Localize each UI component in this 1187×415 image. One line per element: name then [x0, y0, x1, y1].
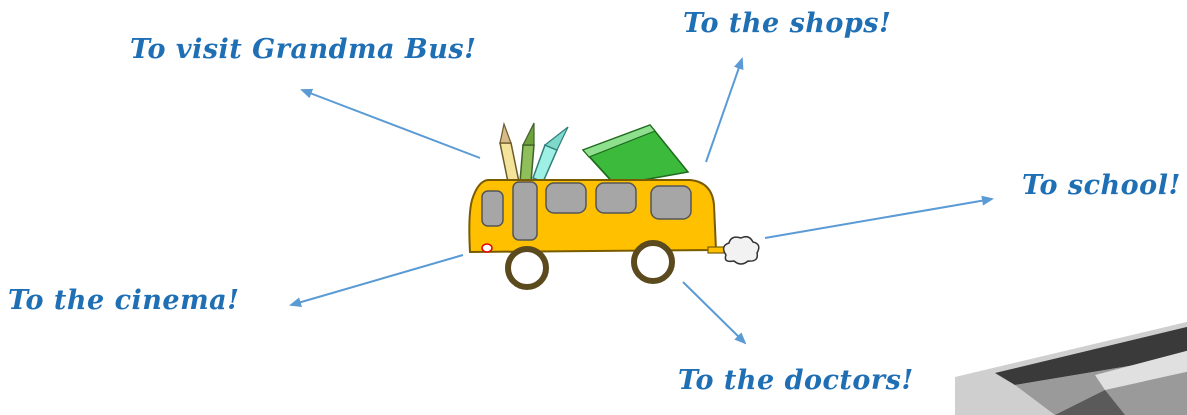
pencil-icon — [533, 127, 568, 182]
school-bus-illustration — [469, 123, 758, 287]
arrow-to-shops — [706, 59, 742, 162]
arrow-to-doctors — [683, 282, 745, 343]
bus-window — [651, 186, 691, 219]
bus-window — [482, 191, 503, 226]
pencil-icon — [500, 124, 519, 182]
arrow-to-grandma — [302, 90, 480, 158]
pencil-icon — [520, 123, 534, 182]
arrow-to-cinema — [291, 255, 463, 305]
headlight — [482, 244, 492, 252]
photo-fragment — [955, 315, 1187, 415]
wheel — [508, 249, 546, 287]
exhaust-cloud-icon — [724, 237, 759, 264]
wheel — [634, 243, 672, 281]
arrow-to-school — [765, 199, 992, 238]
bus-window — [596, 183, 636, 213]
bus-window — [546, 183, 586, 213]
bus-door — [513, 182, 537, 240]
